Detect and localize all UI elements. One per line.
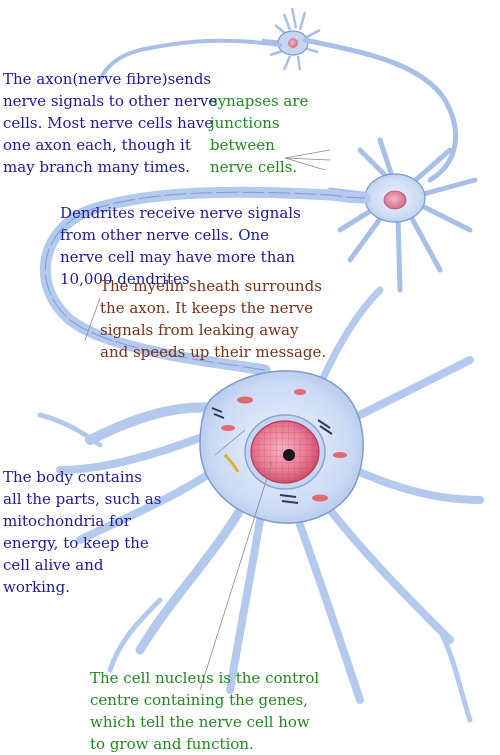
axon-label: The axon(nerve fibre)sends nerve signals… [3, 70, 218, 176]
cell-body-label: The body contains all the parts, such as… [3, 468, 162, 596]
main-cell-body [199, 370, 364, 524]
top-right-axon [302, 37, 459, 183]
synapses-label: synapses are junctions between nerve cel… [210, 92, 309, 176]
right-neuron [327, 137, 478, 293]
myelin-label: The myelin sheath surrounds the axon. It… [100, 277, 327, 361]
top-axon [98, 38, 282, 82]
nucleus-label: The cell nucleus is the control centre c… [90, 669, 320, 753]
pointer-lines [84, 149, 331, 691]
dendrites-label: Dendrites receive nerve signals from oth… [60, 204, 301, 288]
